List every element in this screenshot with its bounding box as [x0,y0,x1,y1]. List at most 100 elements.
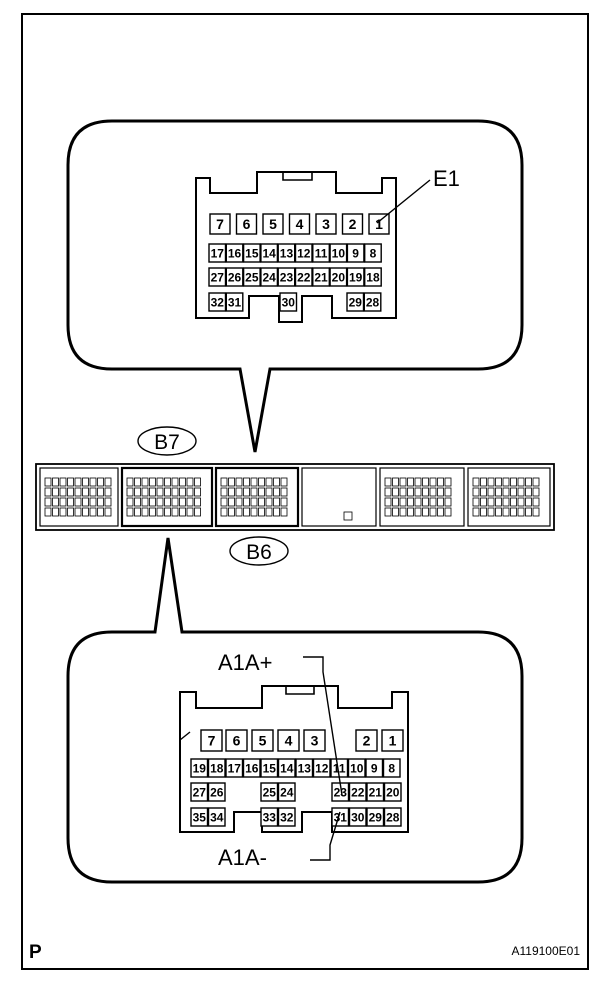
pin-7: 7 [209,213,231,235]
strip-cell [280,477,288,487]
pin-label: 22 [351,785,365,799]
pin-label: 22 [297,270,311,284]
strip-cell [179,487,186,497]
strip-cell [258,487,265,497]
pin-10: 10 [347,758,366,778]
strip-cell [487,507,495,517]
pin-label: 18 [366,270,380,284]
pin-3: 3 [303,729,326,752]
b6-label-ellipse [229,536,289,566]
pin-6: 6 [235,213,258,235]
pin-3: 3 [315,213,337,235]
strip-cell [399,507,407,517]
strip-cell [487,477,495,487]
strip-cell [179,507,186,517]
strip-cell [399,477,407,487]
strip-cell [89,487,97,497]
strip-cell [414,477,422,487]
pin-label: 20 [386,785,400,799]
strip-cell [472,507,480,517]
strip-cell [44,477,52,487]
strip-cell [517,497,525,507]
strip-cell [525,497,532,507]
strip-module-2 [120,466,214,528]
strip-cell [422,507,429,517]
strip-cell [444,507,452,517]
strip-cell [422,477,429,487]
pin-label: 26 [228,270,242,284]
strip-cell [156,507,164,517]
strip-cell [517,477,525,487]
pin-label: 4 [285,733,293,749]
pin-label: 32 [211,295,225,309]
pin-label: 30 [351,810,365,824]
pin-label: 7 [208,733,216,749]
strip-cell [186,477,194,487]
pin-7: 7 [200,729,223,752]
pin-label: 19 [193,761,207,775]
pin-16: 16 [242,758,261,778]
strip-cell [171,487,179,497]
strip-cell [52,477,59,487]
strip-cell [228,497,235,507]
strip-cell [444,477,452,487]
pin-26: 26 [207,782,226,802]
pin-label: 1 [375,216,383,232]
strip-cell [126,507,134,517]
pin-label: 16 [245,761,259,775]
strip-cell [141,507,149,517]
strip-cell [235,477,243,487]
strip-cell [265,477,273,487]
pin-16: 16 [225,243,244,263]
strip-cell [384,497,392,507]
strip-cell [104,477,112,487]
strip-cell [444,487,452,497]
pin-24: 24 [260,267,279,287]
pin-label: 29 [349,295,363,309]
strip-cell [164,507,171,517]
strip-cell [67,477,74,487]
pin-19: 19 [190,758,209,778]
strip-cell [495,497,502,507]
strip-cell [74,477,82,487]
a1a-minus-label: A1A- [218,845,267,870]
strip-cell [487,487,495,497]
strip-cell [104,507,112,517]
pin-12: 12 [312,758,331,778]
strip-cell [171,507,179,517]
pin-20: 20 [329,267,348,287]
strip-cell [186,507,194,517]
strip-cell [472,487,480,497]
strip-cell [429,477,437,487]
strip-cell [220,497,228,507]
strip-cell [407,487,414,497]
strip-cell [510,497,517,507]
pin-13: 13 [277,243,296,263]
strip-cell [384,507,392,517]
strip-cell [495,487,502,497]
pin-9: 9 [365,758,384,778]
pin-31: 31 [225,292,244,312]
a1a-plus-leader [303,656,343,796]
strip-cell [429,497,437,507]
pin-1: 1 [381,729,404,752]
pin-label: 11 [333,761,346,775]
strip-cell [250,497,258,507]
strip-cell [126,487,134,497]
pin-label: 10 [332,246,346,260]
pin-20: 20 [383,782,402,802]
strip-cell [44,497,52,507]
strip-cell [228,507,235,517]
strip-cell [149,487,156,497]
pin-label: 25 [245,270,259,284]
strip-cell [480,497,487,507]
pin-label: 14 [262,246,276,260]
strip-cell [437,477,444,487]
strip-cell [134,487,141,497]
strip-cell [52,507,59,517]
figure-frame [21,13,589,970]
strip-cell [141,477,149,487]
strip-cell [134,477,141,487]
strip-cell [429,487,437,497]
a1a-minus-leader [310,811,341,861]
